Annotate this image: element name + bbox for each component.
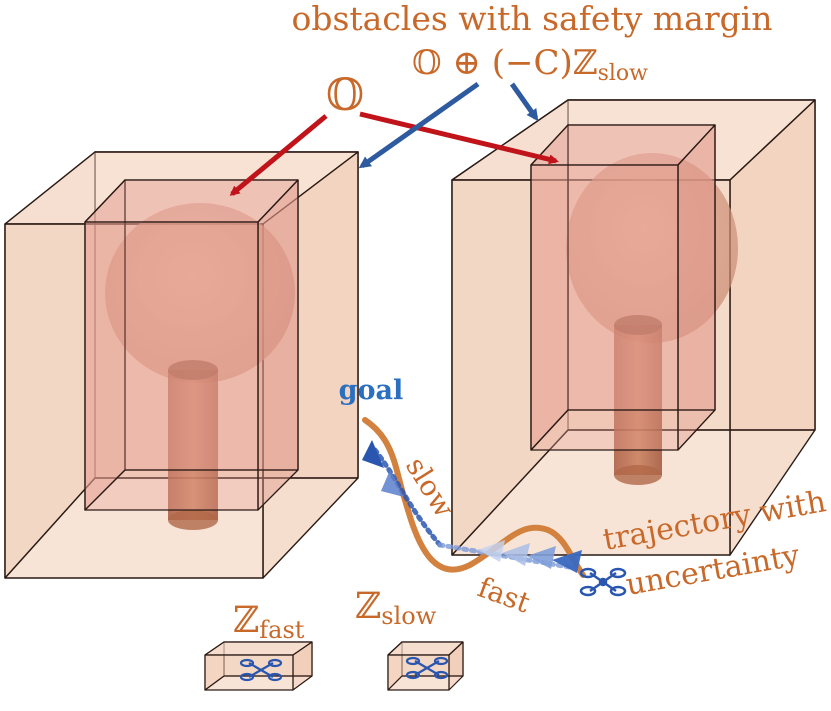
fast-dotted-path [437,542,578,571]
right-inner-obstacle-box [530,124,716,451]
left-cylinder [168,360,218,530]
z-slow-sub: slow [381,602,436,630]
drone-icon [579,567,627,597]
obstacle-symbol-label: 𝕆 [326,70,364,121]
z-fast-box [204,641,313,691]
formula-sub: slow [598,61,649,86]
obstacle-arrows [229,111,559,196]
left-inner-obstacle-box [84,179,299,511]
blue-arrow-left [358,81,480,169]
fast-label: fast [474,571,535,620]
left-sphere [105,203,295,383]
red-arrow-left [229,114,328,196]
z-fast-label: ℤfast [233,600,305,644]
title-label: obstacles with safety margin [291,0,772,38]
red-arrow-right [359,111,559,165]
slow-dotted-path [372,447,443,548]
z-fast-sub: fast [259,616,305,644]
z-slow-drone-icon [405,656,449,680]
goal-label: goal [339,375,404,406]
trajectory-curve [362,417,586,578]
trajectory-group [362,417,627,597]
right-sphere [566,153,738,343]
z-fast-drone-icon [239,658,283,682]
formula-main: 𝕆 ⊕ (−C)ℤ [412,43,598,83]
formula-label: 𝕆 ⊕ (−C)ℤslow [412,43,648,86]
blue-arrow-right [509,82,539,122]
margin-arrows [358,81,539,169]
z-fast-main: ℤ [233,600,259,641]
fast-uncertainty-arrows [478,540,582,573]
left-obstacle [4,151,359,579]
slow-uncertainty-arrows [362,440,404,497]
right-obstacle [451,99,816,556]
z-slow-label: ℤslow [355,586,437,630]
z-slow-main: ℤ [355,586,381,627]
